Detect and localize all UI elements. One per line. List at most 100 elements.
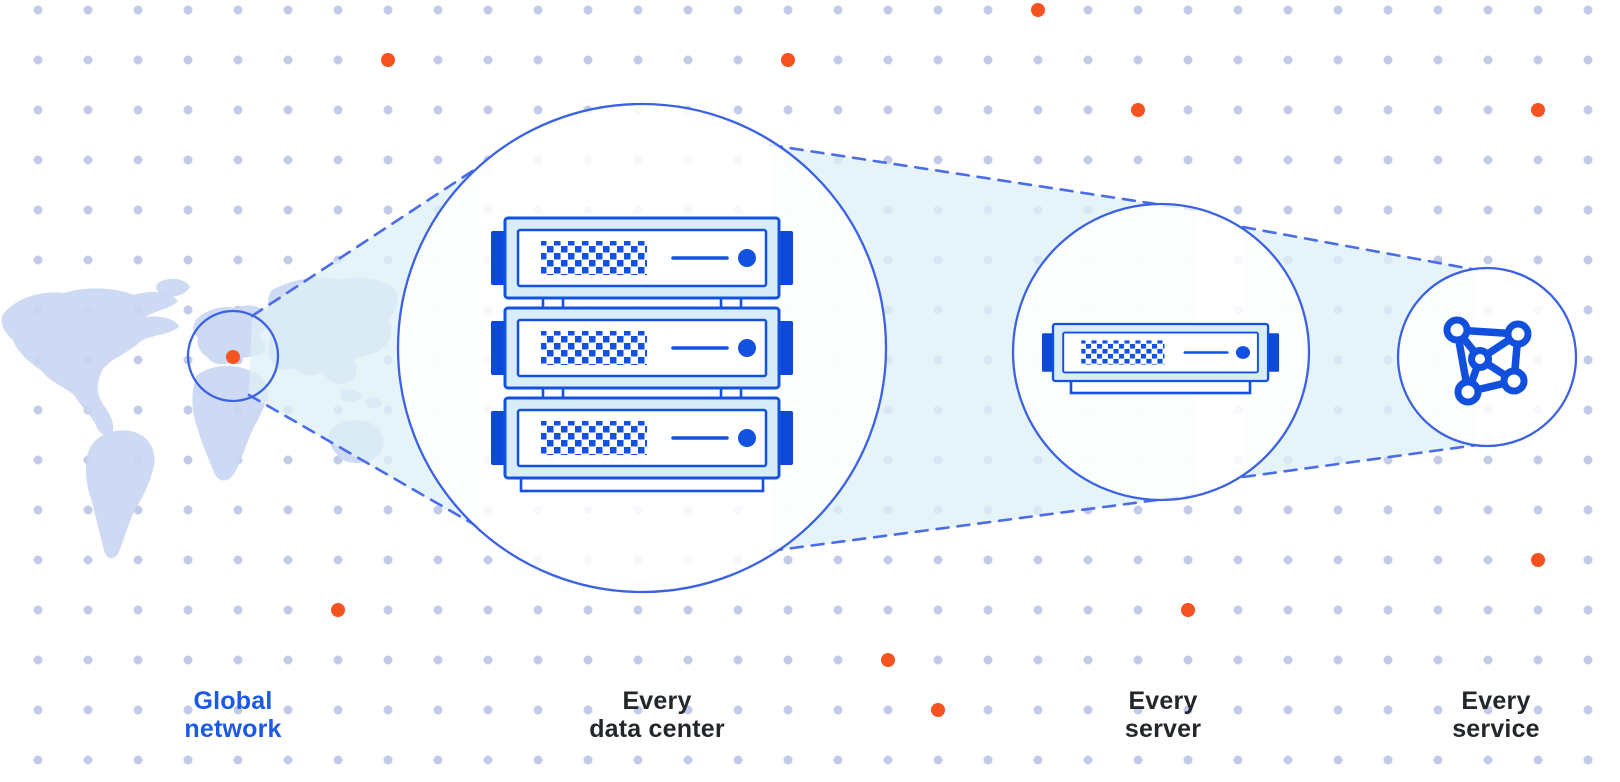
continent-south-america (85, 430, 155, 559)
grid-dot (1483, 605, 1493, 615)
grid-dot (133, 155, 143, 165)
grid-dot (633, 755, 643, 765)
grid-dot (533, 5, 543, 15)
grid-dot (33, 205, 43, 215)
grid-dot (33, 55, 43, 65)
label-line: network (184, 714, 282, 743)
grid-dot-orange (1531, 103, 1545, 117)
grid-dot (183, 705, 193, 715)
grid-dot (683, 705, 693, 715)
grid-dot (1483, 655, 1493, 665)
grid-dot (883, 605, 893, 615)
server-rack-3 (489, 396, 795, 480)
grid-dot (83, 105, 93, 115)
grid-dot (433, 555, 443, 565)
grid-dot (1033, 605, 1043, 615)
grid-dot (1533, 155, 1543, 165)
grid-dot (1233, 555, 1243, 565)
grid-dot (483, 655, 493, 665)
grid-dot (83, 655, 93, 665)
grid-dot (383, 655, 393, 665)
grid-dot (383, 555, 393, 565)
grid-dot (383, 205, 393, 215)
grid-dot (1433, 555, 1443, 565)
grid-dot (183, 455, 193, 465)
grid-dot (1433, 155, 1443, 165)
grid-dot (383, 505, 393, 515)
grid-dot (83, 155, 93, 165)
grid-dot (1083, 755, 1093, 765)
grid-dot (1133, 55, 1143, 65)
grid-dot (883, 105, 893, 115)
grid-dot (333, 5, 343, 15)
grid-dot (33, 255, 43, 265)
server-unit-icon (1040, 322, 1281, 395)
grid-dot (633, 55, 643, 65)
grid-dot (233, 605, 243, 615)
grid-dot (1133, 755, 1143, 765)
grid-dot (1183, 105, 1193, 115)
grid-dot (383, 705, 393, 715)
grid-dot (33, 605, 43, 615)
server-rack-2 (489, 306, 795, 390)
grid-dot (183, 505, 193, 515)
grid-dot (233, 155, 243, 165)
grid-dot (1583, 505, 1593, 515)
grid-dot (183, 655, 193, 665)
grid-dot (833, 105, 843, 115)
grid-dot (633, 705, 643, 715)
grid-dot (683, 655, 693, 665)
grid-dot (483, 5, 493, 15)
grid-dot (1483, 205, 1493, 215)
continent-greenland (156, 278, 190, 297)
grid-dot (1433, 255, 1443, 265)
grid-dot (533, 55, 543, 65)
grid-dot (983, 55, 993, 65)
grid-dot (133, 355, 143, 365)
grid-dot (1433, 5, 1443, 15)
rack-base (519, 476, 765, 493)
grid-dot (433, 755, 443, 765)
grid-dot (183, 5, 193, 15)
grid-dot (133, 505, 143, 515)
grid-dot (1183, 55, 1193, 65)
grid-dot (1083, 55, 1093, 65)
grid-dot (433, 705, 443, 715)
grid-dot (1133, 5, 1143, 15)
grid-dot (33, 555, 43, 565)
grid-dot (83, 255, 93, 265)
grid-dot (383, 5, 393, 15)
grid-dot (1083, 705, 1093, 715)
single-server (1040, 322, 1281, 383)
grid-dot (1333, 755, 1343, 765)
server-rack-stack-icon (489, 216, 795, 493)
grid-dot (183, 305, 193, 315)
grid-dot (1283, 505, 1293, 515)
grid-dot (133, 405, 143, 415)
grid-dot (533, 705, 543, 715)
grid-dot (1283, 155, 1293, 165)
grid-dot (1083, 555, 1093, 565)
grid-dot (283, 205, 293, 215)
grid-dot (433, 655, 443, 665)
grid-dot (283, 55, 293, 65)
grid-dot (583, 655, 593, 665)
grid-dot (283, 155, 293, 165)
grid-dot (1333, 655, 1343, 665)
grid-dot (933, 55, 943, 65)
grid-dot (33, 755, 43, 765)
grid-dot (233, 705, 243, 715)
grid-dot (133, 705, 143, 715)
grid-dot (33, 5, 43, 15)
grid-dot (1233, 55, 1243, 65)
grid-dot (1483, 505, 1493, 515)
grid-dot (633, 605, 643, 615)
label-line: server (1124, 714, 1202, 743)
grid-dot (283, 555, 293, 565)
label-line: service (1452, 714, 1540, 743)
grid-dot (433, 55, 443, 65)
grid-dot (1583, 605, 1593, 615)
grid-dot (1333, 5, 1343, 15)
